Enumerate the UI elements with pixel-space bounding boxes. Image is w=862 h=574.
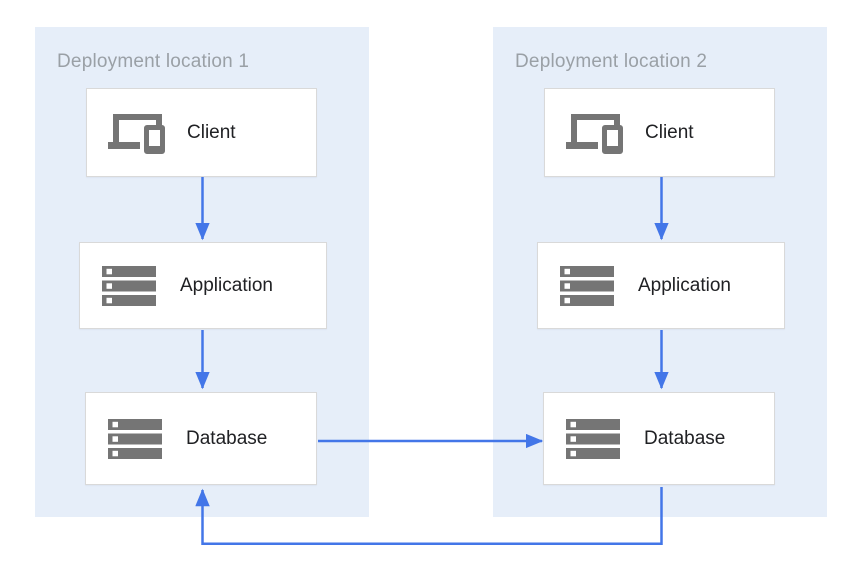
node-label: Client: [187, 121, 236, 143]
devices-icon: [107, 112, 165, 154]
server-stack-icon: [100, 265, 158, 306]
group-title-2: Deployment location 2: [515, 51, 708, 72]
node-label: Database: [644, 427, 726, 449]
node-label: Client: [645, 121, 694, 143]
node-application-2: Application: [537, 242, 785, 329]
node-client-1: Client: [86, 88, 317, 177]
node-application-1: Application: [79, 242, 327, 329]
group-title-1: Deployment location 1: [57, 51, 250, 72]
node-database-2: Database: [543, 392, 775, 485]
server-stack-icon: [106, 418, 164, 459]
node-label: Database: [186, 427, 268, 449]
node-label: Application: [180, 274, 273, 296]
devices-icon: [565, 112, 623, 154]
node-database-1: Database: [85, 392, 317, 485]
deployment-location-2-group: Deployment location 2 Client: [493, 27, 827, 517]
server-stack-icon: [558, 265, 616, 306]
server-stack-icon: [564, 418, 622, 459]
deployment-location-1-group: Deployment location 1 Client: [35, 27, 369, 517]
node-client-2: Client: [544, 88, 775, 177]
node-label: Application: [638, 274, 731, 296]
